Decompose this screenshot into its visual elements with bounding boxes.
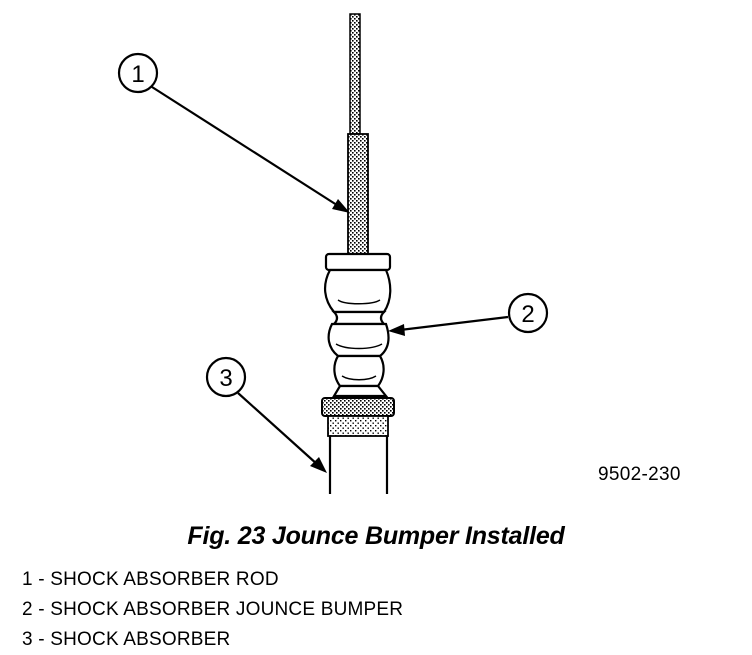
callout-2-number: 2 xyxy=(521,301,534,328)
jounce-bumper xyxy=(324,252,392,398)
legend: 1 - SHOCK ABSORBER ROD 2 - SHOCK ABSORBE… xyxy=(22,565,403,655)
callout-3-number: 3 xyxy=(219,365,232,392)
legend-item: 1 - SHOCK ABSORBER ROD xyxy=(22,569,279,590)
shock-absorber-illustration: 1 2 3 xyxy=(117,13,549,494)
shock-absorber-body xyxy=(321,397,395,494)
legend-item: 2 - SHOCK ABSORBER JOUNCE BUMPER xyxy=(22,599,404,620)
legend-item: 3 - SHOCK ABSORBER xyxy=(22,629,231,650)
figure-caption: Fig. 23 Jounce Bumper Installed xyxy=(187,522,565,550)
callout-1-number: 1 xyxy=(131,61,144,88)
callout-2: 2 xyxy=(388,292,549,336)
figure-code: 9502-230 xyxy=(598,464,681,485)
callout-3: 3 xyxy=(205,356,327,473)
callout-1: 1 xyxy=(117,52,350,213)
shock-absorber-rod xyxy=(347,13,369,257)
